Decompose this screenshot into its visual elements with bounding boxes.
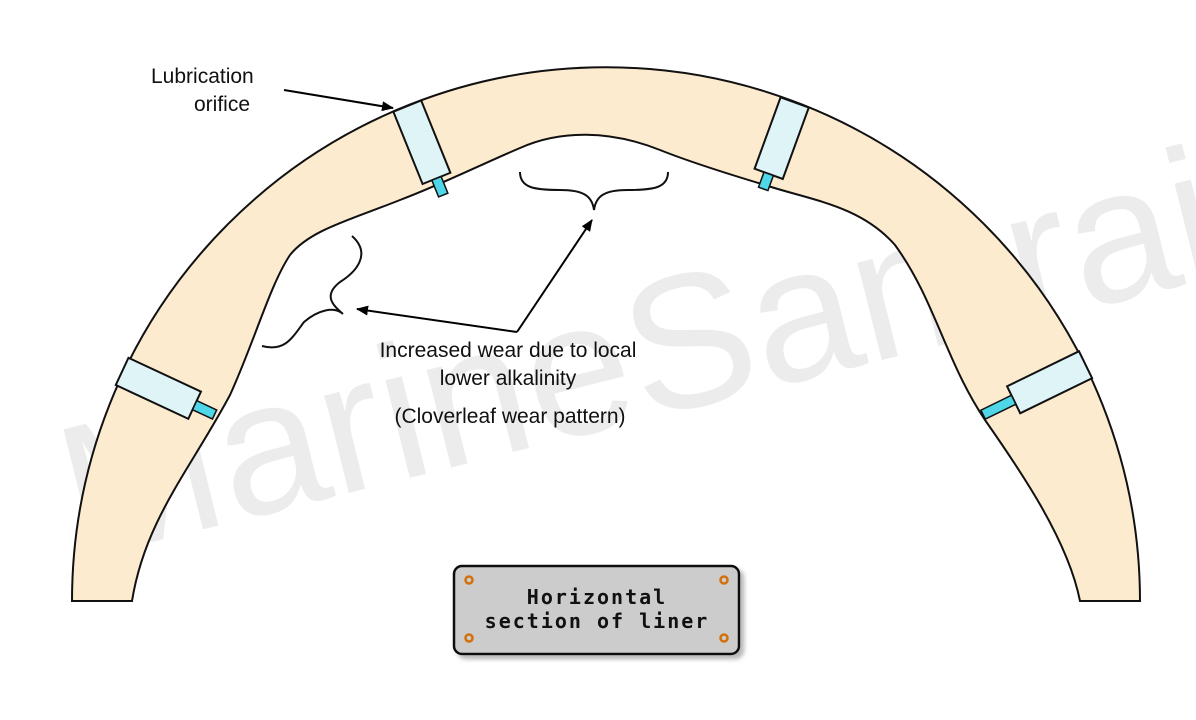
lubrication-label-line1: Lubrication xyxy=(151,65,254,88)
lubrication-orifice-lower-left xyxy=(114,356,218,421)
plate-screw-bottom-right xyxy=(719,633,729,643)
plate-screw-top-left xyxy=(464,575,474,585)
wear-arrow-left xyxy=(356,305,518,333)
orifice-quill xyxy=(430,175,449,198)
wear-brace-top xyxy=(519,171,669,211)
orifice-quill xyxy=(979,394,1017,421)
plate-screw-top-right xyxy=(719,575,729,585)
lubrication-orifice-upper-right xyxy=(753,96,811,192)
wear-label-line2: lower alkalinity xyxy=(440,367,577,390)
liner-wall-section xyxy=(70,66,1142,602)
plate-body xyxy=(452,564,741,656)
plate-screw-bottom-left xyxy=(464,633,474,643)
plate-title-line1: Horizontal xyxy=(527,585,667,609)
lubrication-orifice-upper-left xyxy=(392,99,452,198)
orifice-quill xyxy=(191,399,218,421)
lubrication-orifice-lower-right xyxy=(979,349,1094,421)
wear-label-line1: Increased wear due to local xyxy=(380,339,637,362)
lubrication-arrow xyxy=(283,89,394,112)
lubrication-label-line2: orifice xyxy=(194,93,250,116)
section-name-plate: Horizontal section of liner xyxy=(452,564,741,656)
plate-title-line2: section of liner xyxy=(485,609,710,633)
wear-label-line3: (Cloverleaf wear pattern) xyxy=(394,405,625,428)
wear-brace-left xyxy=(261,235,363,349)
orifice-quill xyxy=(757,171,775,192)
wear-arrow-top xyxy=(516,219,593,333)
